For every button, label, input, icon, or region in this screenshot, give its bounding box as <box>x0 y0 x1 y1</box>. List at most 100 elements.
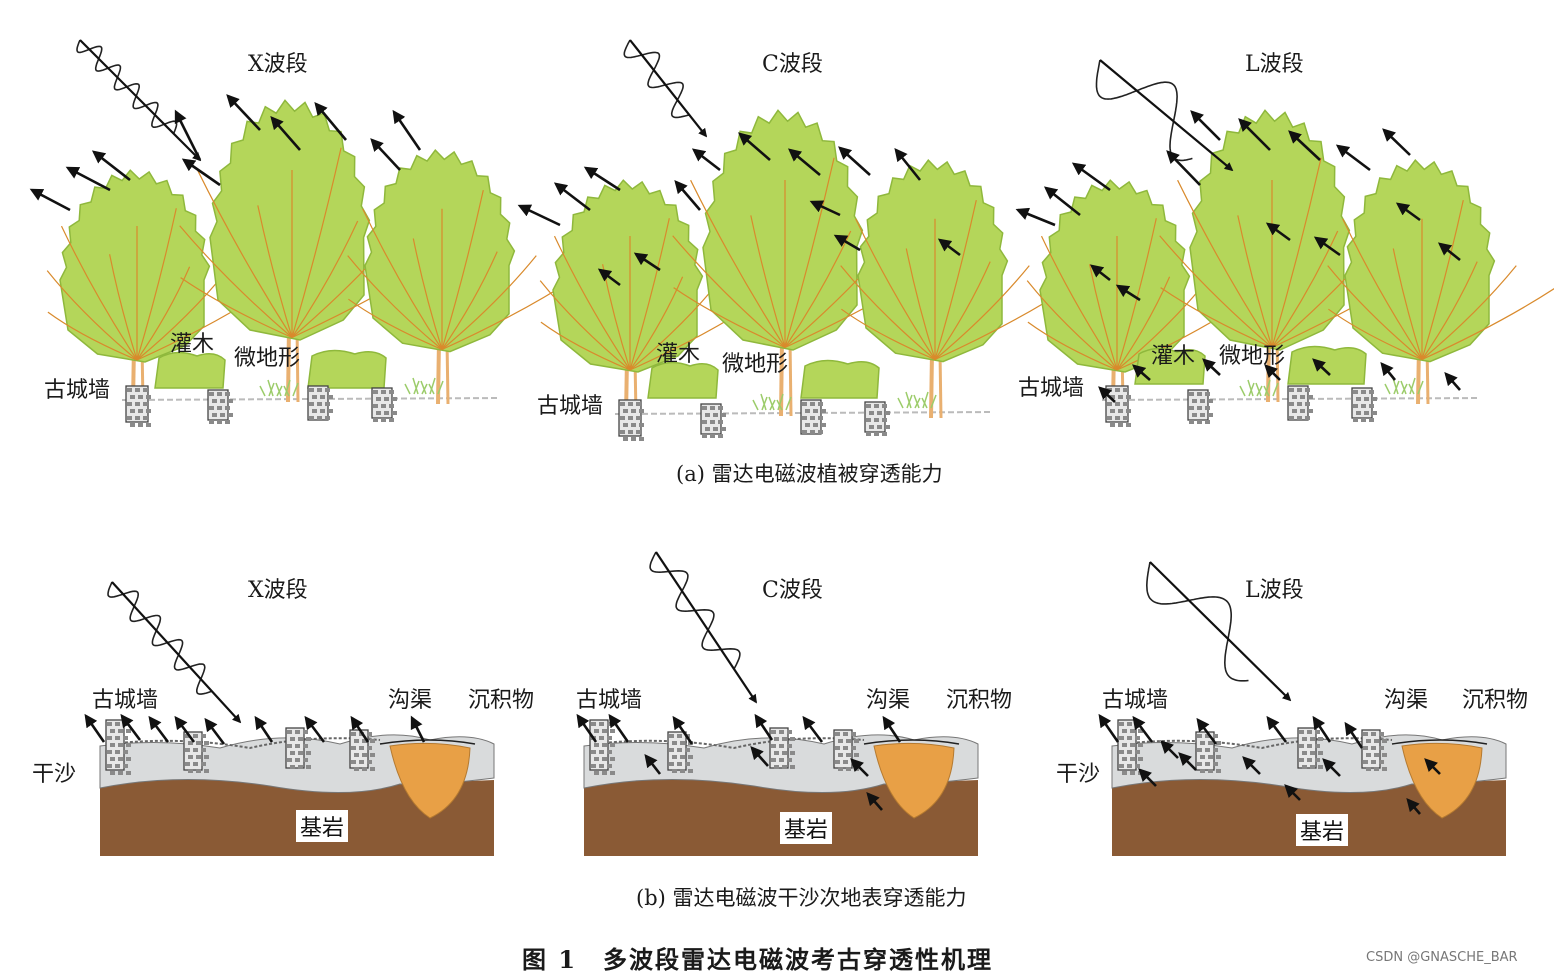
wall-block <box>589 719 615 775</box>
wall-stone <box>303 744 308 748</box>
wall-stone <box>854 753 859 757</box>
tree-branch <box>179 225 293 338</box>
label-drysand-b3: 干沙 <box>1056 762 1101 787</box>
incident-l-b-wave <box>1145 561 1249 682</box>
wall-stone <box>1127 764 1132 768</box>
wall-stone <box>107 736 112 740</box>
scatter-arrow-a-l <box>1238 118 1271 151</box>
wall-stone <box>854 739 859 743</box>
scatter-arrow-b-l <box>1132 715 1154 743</box>
scatter-arrow-a-x <box>226 94 261 131</box>
wall-stone <box>1192 413 1197 417</box>
grass-blade <box>1392 377 1399 395</box>
wall-stone <box>787 730 792 734</box>
wall-stone <box>882 418 887 422</box>
wall-stone <box>123 764 128 768</box>
wall-stone <box>677 734 682 738</box>
wall-stone <box>118 729 123 733</box>
grass-blade <box>921 397 928 409</box>
wall-stone <box>1135 736 1140 740</box>
wall-stone <box>362 739 367 743</box>
grass-blade <box>752 399 759 411</box>
wall-stone <box>1115 388 1120 392</box>
scatter-arrow-a-l <box>1190 110 1221 141</box>
wall-stone <box>1192 399 1197 403</box>
label-sediment-b3: 沉积物 <box>1462 688 1529 713</box>
scatter-arrow-b-c <box>850 758 869 777</box>
grass-blade <box>428 383 435 395</box>
wall-stone <box>127 416 132 420</box>
wall-stone <box>201 762 206 766</box>
tree-branch <box>1160 287 1273 349</box>
scatter-arrow-b-l <box>1344 721 1364 749</box>
wall-stone <box>325 416 330 420</box>
scatter-arrow-b-l <box>1424 758 1441 775</box>
wall-stone <box>713 413 718 417</box>
wall-stone <box>680 755 685 759</box>
wall-stone <box>209 392 214 396</box>
scatter-arrow-a-x <box>392 109 422 151</box>
wall-stone <box>362 767 367 771</box>
scatter-arrow-a-l <box>1071 162 1111 192</box>
wall-stone <box>135 388 140 392</box>
grass-blade <box>777 393 784 411</box>
scatter-arrow-a-l <box>1312 358 1331 376</box>
wall-stone <box>1200 413 1205 417</box>
wall-stone <box>787 744 792 748</box>
wall-stone <box>1369 404 1374 408</box>
grass-clump <box>752 393 792 411</box>
tree-branch <box>1237 215 1273 348</box>
wall-stone <box>882 404 887 408</box>
wall-stone <box>220 399 225 403</box>
wall-stone <box>1369 390 1374 394</box>
wall-stone <box>312 395 317 399</box>
wall-stone <box>1213 748 1218 752</box>
wall-stone <box>188 769 193 773</box>
tree-branch <box>1392 248 1423 360</box>
label-wall-b2: 古城墙 <box>576 688 643 713</box>
wall-stone <box>290 751 295 755</box>
wall-stone <box>688 769 693 773</box>
shrub-right <box>800 359 880 399</box>
wall-block <box>667 731 693 773</box>
wall-stone <box>591 764 596 768</box>
wall-stone <box>376 411 381 415</box>
wall-stone <box>1130 757 1135 761</box>
wall-stone <box>1366 753 1371 757</box>
wall-stone <box>1300 409 1305 413</box>
wall-stone <box>362 753 367 757</box>
grass-blade <box>412 377 419 395</box>
wall-stone <box>835 746 840 750</box>
grass-blade <box>1239 385 1246 397</box>
wall-stone <box>130 395 135 399</box>
wall-stone <box>1379 760 1384 764</box>
wall-stone <box>354 739 359 743</box>
grass-blade <box>1408 383 1415 395</box>
wall-stone <box>220 413 225 417</box>
wall-stone <box>389 404 394 408</box>
wall-stone <box>835 760 840 764</box>
shrub-right <box>307 349 387 389</box>
wall-stone <box>135 416 140 420</box>
wall-stone <box>225 406 230 410</box>
scatter-arrow-b-c <box>750 746 769 767</box>
wall-stone <box>295 758 300 762</box>
wall-stone <box>317 388 322 392</box>
wall-stone <box>1205 392 1210 396</box>
wall-stone <box>810 416 815 420</box>
band-title-b-x: X波段 <box>248 578 308 603</box>
wall-stone <box>298 765 303 769</box>
scatter-arrow-b-x <box>410 715 426 743</box>
scatter-arrow-b-c <box>644 753 662 775</box>
tree-branch <box>412 238 443 350</box>
tree-branch <box>673 287 786 349</box>
wall-stone <box>1366 767 1371 771</box>
scatter-arrow-a-x <box>91 150 131 182</box>
label-shrub-a1: 灌木 <box>170 332 215 357</box>
tree-branch <box>1421 199 1464 360</box>
wall-stone <box>309 416 314 420</box>
wall-stone <box>631 409 636 413</box>
scatter-arrow-a-l <box>1382 128 1411 156</box>
scatter-arrow-a-c <box>833 234 861 252</box>
scatter-arrow-a-x <box>65 166 111 192</box>
